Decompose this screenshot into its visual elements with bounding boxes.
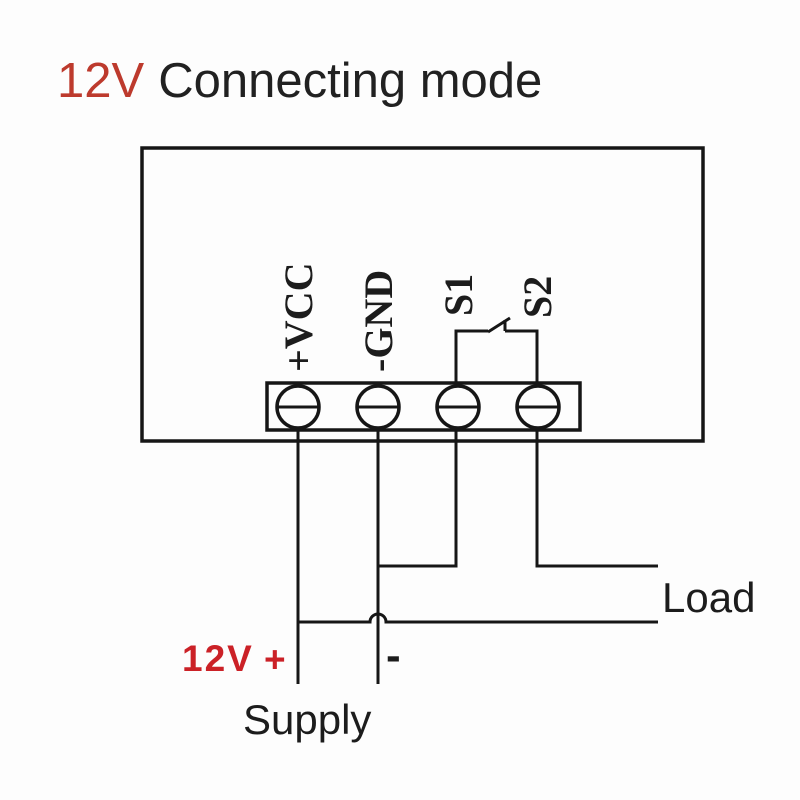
supply-plus-label: + [264, 639, 288, 680]
title-rest: Connecting mode [158, 54, 542, 108]
supply-minus-label: - [386, 631, 401, 680]
terminal-block [265, 381, 582, 432]
supply-label: Supply [243, 696, 371, 743]
supply-voltage-label: 12V [182, 638, 254, 679]
switch-wire-s2-side [505, 329, 539, 386]
terminal-block-outline [265, 381, 582, 432]
wire-supply-plus-to-load-with-hop [298, 612, 658, 624]
relay-switch-symbol [454, 316, 539, 386]
switch-wire-s1-side [454, 329, 488, 386]
terminal-label-gnd: -GND [356, 270, 401, 372]
terminal-label-vcc: +VCC [276, 263, 321, 372]
terminal-label-s2: S2 [515, 276, 560, 318]
wire-s2-to-load [535, 428, 658, 568]
wire-s1-to-gnd [378, 428, 458, 568]
controller-outline [140, 146, 705, 443]
load-label: Load [662, 574, 755, 621]
title-voltage: 12V [57, 54, 145, 108]
terminal-label-s1: S1 [436, 274, 481, 316]
external-wiring [296, 428, 658, 684]
